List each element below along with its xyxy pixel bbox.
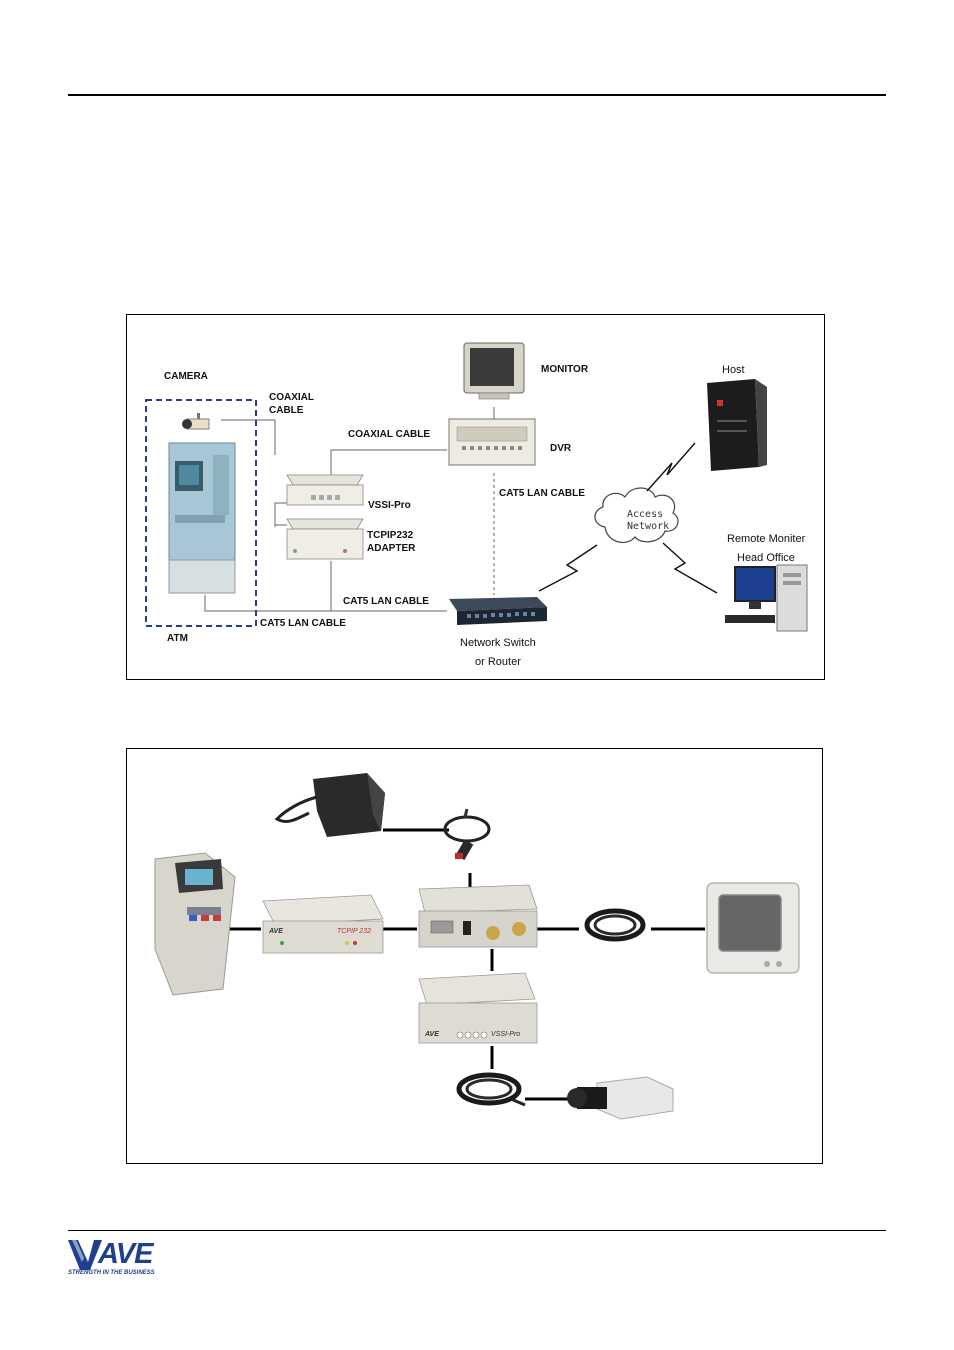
dvr-icon xyxy=(449,419,535,465)
label-dvr: DVR xyxy=(550,443,572,454)
label-tcpip232: TCPIP232 xyxy=(367,530,414,541)
header-rule xyxy=(68,94,886,96)
vssi-tcpip-bracket xyxy=(275,503,287,525)
link-cloud-remote xyxy=(663,543,717,593)
network-diagram: CAMERA COAXIAL CABLE COAXIAL CABLE MONIT… xyxy=(127,315,824,679)
tcpip232-adapter-icon xyxy=(287,519,363,559)
coaxial-line-dvr xyxy=(331,450,447,475)
network-diagram-panel: CAMERA COAXIAL CABLE COAXIAL CABLE MONIT… xyxy=(126,314,825,680)
interface-box-icon xyxy=(419,885,537,947)
hardware-connection-panel: AVE TCPIP 232 AVE VSSI-Pro xyxy=(126,748,823,1164)
atm-kiosk-icon xyxy=(155,853,235,995)
dc-plug-cable-icon xyxy=(445,809,489,860)
logo-tagline: STRENGTH IN THE BUSINESS xyxy=(68,1270,155,1276)
label-cat5-lan-cable-3: CAT5 LAN CABLE xyxy=(260,618,346,629)
label-coaxial-cable-1a: COAXIAL xyxy=(269,392,314,403)
vssi-pro-device-icon: AVE VSSI-Pro xyxy=(419,973,537,1043)
label-coaxial-cable-1b: CABLE xyxy=(269,405,304,416)
label-camera: CAMERA xyxy=(164,371,208,382)
label-monitor: MONITOR xyxy=(541,364,589,375)
label-coaxial-cable-2: COAXIAL CABLE xyxy=(348,429,430,440)
label-adapter: ADAPTER xyxy=(367,543,416,554)
atm-machine-icon xyxy=(169,443,235,593)
hardware-connection-diagram: AVE TCPIP 232 AVE VSSI-Pro xyxy=(127,749,822,1163)
vssi-model-label: VSSI-Pro xyxy=(491,1031,520,1038)
label-vssi-pro: VSSI-Pro xyxy=(368,500,411,511)
tcpip-model-label: TCPIP 232 xyxy=(337,928,371,935)
vssi-pro-box-icon xyxy=(287,475,363,505)
tcpip232-device-icon: AVE TCPIP 232 xyxy=(263,895,383,953)
label-network: Network xyxy=(627,521,669,532)
label-atm: ATM xyxy=(167,633,188,644)
label-host: Host xyxy=(722,364,745,376)
ave-logo: AVE STRENGTH IN THE BUSINESS xyxy=(68,1240,172,1280)
label-network-switch: Network Switch xyxy=(460,637,536,649)
host-server-icon xyxy=(707,379,767,471)
camera-icon xyxy=(182,413,209,429)
monitor-icon xyxy=(464,343,524,399)
power-adapter-icon xyxy=(277,773,385,837)
security-camera-icon xyxy=(567,1077,673,1119)
tcpip-brand-label: AVE xyxy=(268,928,283,935)
footer-rule xyxy=(68,1230,886,1231)
label-remote-monitor: Remote Moniter xyxy=(727,533,806,545)
label-or-router: or Router xyxy=(475,656,521,668)
link-cloud-switch xyxy=(539,545,597,591)
label-head-office: Head Office xyxy=(737,552,795,564)
crt-monitor-icon xyxy=(707,883,799,973)
label-cat5-lan-cable-2: CAT5 LAN CABLE xyxy=(343,596,429,607)
label-cat5-lan-cable-1: CAT5 LAN CABLE xyxy=(499,488,585,499)
label-access: Access xyxy=(627,509,663,520)
coax-cable-monitor-icon xyxy=(587,911,643,939)
remote-monitor-pc-icon xyxy=(725,565,807,631)
logo-wordmark: AVE xyxy=(98,1238,152,1271)
link-cloud-host xyxy=(647,443,695,491)
network-switch-icon xyxy=(449,597,547,625)
vssi-brand-label: AVE xyxy=(424,1031,439,1038)
coax-cable-camera-icon xyxy=(459,1075,525,1105)
